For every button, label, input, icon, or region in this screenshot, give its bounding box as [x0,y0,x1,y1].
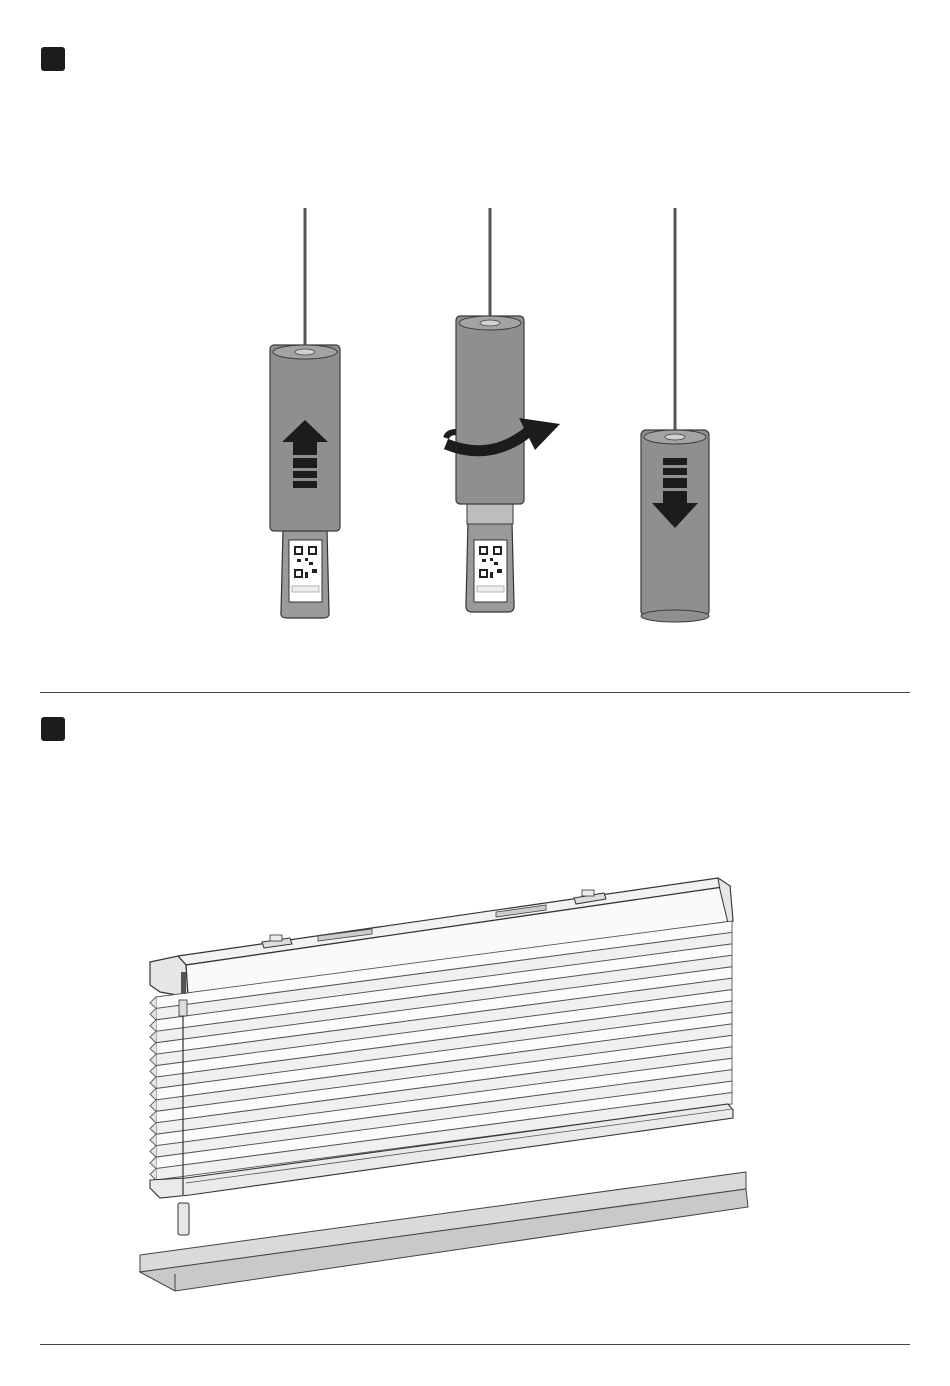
step-1-illustration [0,0,950,640]
pleat-edge [150,997,156,1008]
pleat-edge [150,1134,156,1145]
window-sill [140,1172,748,1291]
pleat-edge [150,1089,156,1100]
battery-holder [281,530,329,618]
pleat-edge [150,1077,156,1088]
qr-code-icon [294,546,317,578]
panel-slide-up [270,208,340,618]
pleat-edge [150,1043,156,1054]
label-strip [477,586,504,592]
step-2-illustration [0,700,950,1340]
pleat-edge [150,1123,156,1134]
pleat-edge [150,1054,156,1065]
panel-slide-down [641,208,709,622]
pleat-edge [150,1157,156,1168]
pleat-edge [150,1008,156,1019]
pleat-edge [150,1100,156,1111]
pleat-edge [150,1031,156,1042]
pleat-edge [150,1169,156,1180]
wand-cylinder [456,316,524,504]
battery-holder [466,522,514,612]
pleat-edge [150,1146,156,1157]
pleat-edge [150,1066,156,1077]
cord-weight [178,1203,189,1235]
pleat-edge [150,1020,156,1031]
label-strip [292,586,319,592]
panel-rotate [446,208,560,612]
pleat-edge [150,1111,156,1122]
section-divider [40,692,910,693]
bottom-divider [40,1344,910,1345]
